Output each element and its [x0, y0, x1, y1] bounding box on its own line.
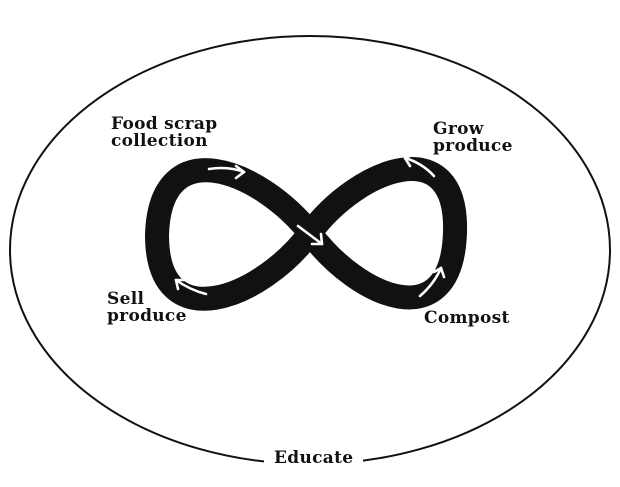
- flow-arrow-icon: [418, 266, 446, 298]
- stage-label-sell-produce: Sell produce: [107, 291, 187, 325]
- stage-label-line: Sell: [107, 289, 145, 309]
- stage-label-grow-produce: Grow produce: [433, 121, 513, 155]
- flow-arrow-icon: [207, 164, 246, 180]
- flow-arrow-icon: [296, 224, 324, 246]
- flow-arrow-icon: [403, 153, 436, 178]
- flow-arrow-icon: [174, 278, 208, 296]
- stage-label-line: produce: [107, 306, 187, 326]
- infinity-loop-icon: [145, 157, 468, 311]
- stage-label-food-scrap-collection: Food scrap collection: [111, 116, 217, 150]
- stage-label-line: Compost: [424, 308, 510, 328]
- flow-arrows: [174, 153, 446, 298]
- stage-label-line: Grow: [433, 119, 484, 139]
- stage-label-compost: Compost: [424, 310, 510, 327]
- stage-label-line: collection: [111, 131, 208, 151]
- stage-label-line: produce: [433, 136, 513, 156]
- stage-label-line: Food scrap: [111, 114, 218, 134]
- educate-label: Educate: [264, 450, 364, 467]
